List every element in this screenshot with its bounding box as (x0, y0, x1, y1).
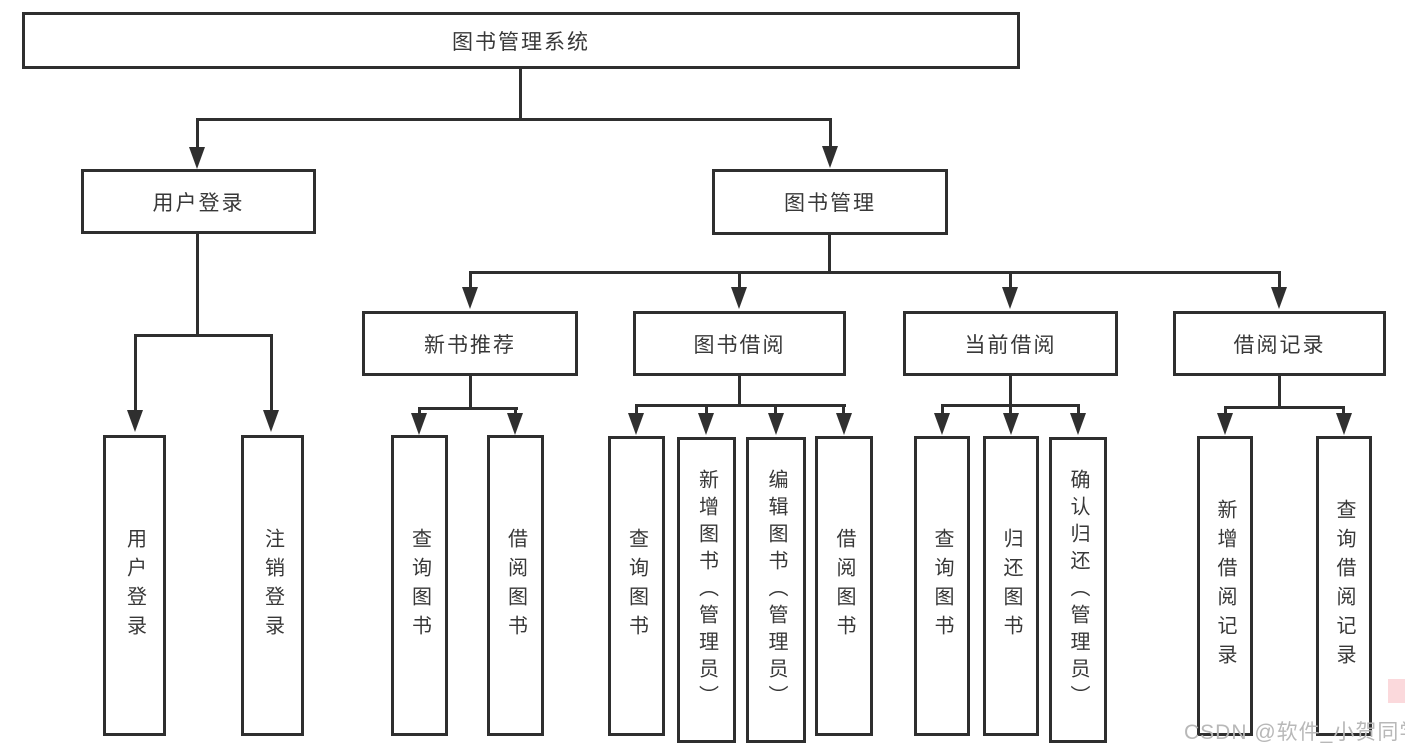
leaf-borrowing-borrow-books: 借阅图书 (815, 436, 873, 736)
leaf-current-query-books: 查询图书 (914, 436, 970, 736)
arrowhead-leaf-user-login-icon (127, 410, 143, 432)
connector-to-borrowing-records (1278, 271, 1281, 287)
node-new-book-recommend-label: 新书推荐 (424, 333, 516, 357)
connector-to-user-login (196, 118, 199, 148)
connector-current-stem (1009, 376, 1012, 404)
connector-to-records-add (1224, 406, 1227, 414)
leaf-logout: 注销登录 (241, 435, 304, 736)
connector-records-stem (1278, 376, 1281, 406)
leaf-current-return-books-label: 归还图书 (1000, 528, 1022, 644)
connector-user-login-stem (196, 234, 199, 334)
arrowhead-records-add-icon (1217, 413, 1233, 435)
connector-records-crossbar (1224, 406, 1345, 409)
arrowhead-current-borrowing-icon (1002, 287, 1018, 309)
arrowhead-borrowing-edit-icon (768, 413, 784, 435)
leaf-borrowing-edit-books-admin: 编辑图书（管理员） (746, 437, 806, 743)
node-borrowing-records: 借阅记录 (1173, 311, 1386, 376)
leaf-current-confirm-return-admin: 确认归还（管理员） (1049, 437, 1107, 743)
connector-to-borrowing-query (635, 404, 638, 413)
connector-borrowing-stem (738, 376, 741, 404)
connector-to-book-management (829, 118, 832, 147)
connector-to-current-query (941, 404, 944, 413)
connector-root-stem (519, 69, 522, 120)
connector-to-newbook-query (418, 407, 421, 415)
arrowhead-records-query-icon (1336, 413, 1352, 435)
leaf-records-query-record: 查询借阅记录 (1316, 436, 1372, 736)
connector-to-current-confirm (1077, 404, 1080, 413)
node-book-borrowing: 图书借阅 (633, 311, 846, 376)
connector-to-book-borrowing (738, 271, 741, 287)
leaf-borrowing-borrow-books-label: 借阅图书 (833, 528, 855, 644)
connector-root-crossbar (196, 118, 832, 121)
arrowhead-newbook-borrow-icon (507, 413, 523, 435)
node-book-borrowing-label: 图书借阅 (693, 333, 786, 357)
leaf-user-login: 用户登录 (103, 435, 166, 736)
leaf-newbook-query-books: 查询图书 (391, 435, 448, 736)
watermark-pink-artifact (1388, 679, 1405, 703)
leaf-records-query-record-label: 查询借阅记录 (1333, 499, 1355, 673)
connector-to-borrowing-borrow (842, 404, 845, 413)
leaf-borrowing-query-books-label: 查询图书 (625, 528, 648, 644)
arrowhead-newbook-query-icon (411, 413, 427, 435)
node-user-login-label: 用户登录 (152, 191, 245, 215)
arrowhead-leaf-logout-icon (263, 410, 279, 432)
connector-book-management-stem (828, 235, 831, 271)
connector-to-newbook-borrow (514, 407, 517, 415)
arrowhead-borrowing-borrow-icon (836, 413, 852, 435)
arrowhead-new-book-recommend-icon (462, 287, 478, 309)
node-current-borrowing-label: 当前借阅 (964, 333, 1057, 357)
connector-to-borrowing-edit (774, 404, 777, 413)
leaf-newbook-borrow-books: 借阅图书 (487, 435, 544, 736)
connector-newbook-stem (469, 376, 472, 407)
leaf-records-add-record: 新增借阅记录 (1197, 436, 1253, 736)
leaf-current-return-books: 归还图书 (983, 436, 1039, 736)
leaf-current-confirm-return-admin-label: 确认归还（管理员） (1067, 468, 1089, 712)
leaf-newbook-borrow-books-label: 借阅图书 (504, 527, 527, 644)
node-root: 图书管理系统 (22, 12, 1020, 69)
node-book-management: 图书管理 (712, 169, 948, 235)
connector-to-current-borrowing (1009, 271, 1012, 287)
arrowhead-user-login-icon (189, 147, 205, 169)
arrowhead-borrowing-add-icon (698, 413, 714, 435)
connector-user-login-crossbar (134, 334, 273, 337)
connector-newbook-crossbar (418, 407, 518, 410)
node-new-book-recommend: 新书推荐 (362, 311, 578, 376)
leaf-borrowing-query-books: 查询图书 (608, 436, 665, 736)
connector-to-leaf-user-login (134, 334, 137, 410)
connector-to-current-return (1009, 404, 1012, 413)
connector-to-new-book-recommend (469, 271, 472, 287)
connector-to-records-query (1342, 406, 1345, 414)
node-borrowing-records-label: 借阅记录 (1233, 333, 1326, 357)
node-user-login: 用户登录 (81, 169, 316, 234)
node-book-management-label: 图书管理 (784, 192, 876, 215)
leaf-borrowing-edit-books-admin-label: 编辑图书（管理员） (765, 468, 787, 712)
connector-borrowing-crossbar (635, 404, 846, 407)
leaf-current-query-books-label: 查询图书 (931, 528, 953, 644)
arrowhead-book-borrowing-icon (731, 287, 747, 309)
arrowhead-current-return-icon (1003, 413, 1019, 435)
arrowhead-borrowing-query-icon (628, 413, 644, 435)
connector-to-borrowing-add (705, 404, 708, 413)
leaf-borrowing-add-books-admin: 新增图书（管理员） (677, 437, 736, 743)
leaf-records-add-record-label: 新增借阅记录 (1214, 499, 1236, 673)
connector-book-management-crossbar (469, 271, 1281, 274)
connector-to-leaf-logout (270, 334, 273, 410)
leaf-user-login-label: 用户登录 (123, 527, 146, 644)
node-root-label: 图书管理系统 (452, 30, 590, 54)
arrowhead-book-management-icon (822, 146, 838, 168)
leaf-logout-label: 注销登录 (261, 527, 284, 644)
leaf-newbook-query-books-label: 查询图书 (408, 527, 431, 644)
node-current-borrowing: 当前借阅 (903, 311, 1118, 376)
arrowhead-current-query-icon (934, 413, 950, 435)
watermark: CSDN @软件_小贺同学 (1184, 721, 1405, 744)
arrowhead-current-confirm-icon (1070, 413, 1086, 435)
arrowhead-borrowing-records-icon (1271, 287, 1287, 309)
leaf-borrowing-add-books-admin-label: 新增图书（管理员） (695, 468, 718, 712)
